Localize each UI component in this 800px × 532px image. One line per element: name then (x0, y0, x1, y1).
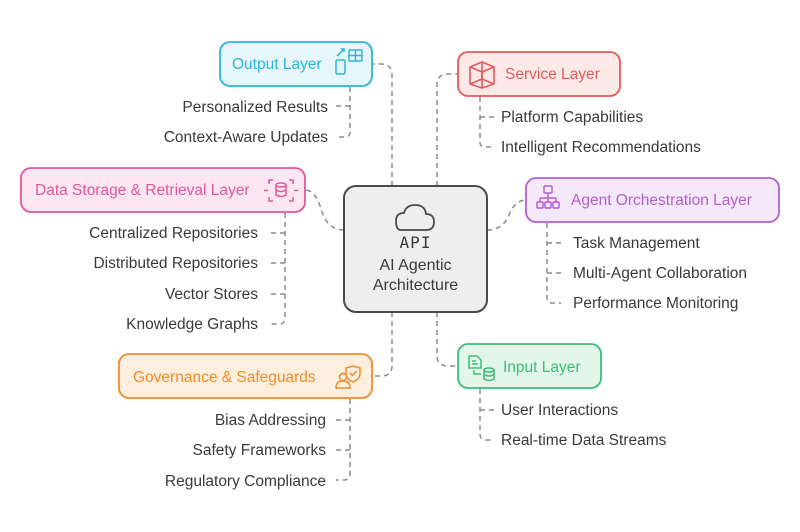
agent-orchestration-layer-title: Agent Orchestration Layer (571, 192, 752, 209)
output-layer-title: Output Layer (232, 56, 322, 73)
center-api-text: API (400, 233, 432, 252)
service-item-1: Platform Capabilities (501, 109, 643, 126)
cube-icon (469, 61, 495, 89)
governance-node[interactable]: Governance & Safeguards (118, 353, 373, 399)
service-layer-title: Service Layer (505, 66, 600, 83)
output-item-1: Personalized Results (182, 99, 328, 116)
agent-item-2: Multi-Agent Collaboration (573, 265, 747, 282)
data-storage-layer-title: Data Storage & Retrieval Layer (35, 182, 250, 199)
database-scan-icon (264, 179, 298, 202)
center-node[interactable]: API AI Agentic Architecture (343, 185, 488, 313)
connector-service (436, 73, 458, 186)
input-layer-title: Input Layer (503, 359, 581, 376)
center-connectors (304, 63, 527, 377)
center-title-line2: Architecture (373, 277, 458, 294)
data-storage-item-1: Centralized Repositories (89, 225, 258, 242)
output-item-2: Context-Aware Updates (164, 129, 329, 146)
agent-item-1: Task Management (573, 235, 700, 252)
service-layer-node[interactable]: Service Layer (457, 51, 621, 97)
connector-data-storage (304, 189, 345, 231)
output-layer-node[interactable]: Output Layer (219, 41, 373, 87)
input-item-2: Real-time Data Streams (501, 432, 667, 449)
service-item-2: Intelligent Recommendations (501, 139, 701, 156)
governance-item-1: Bias Addressing (215, 412, 326, 429)
input-layer-node[interactable]: Input Layer (457, 343, 602, 389)
agent-item-3: Performance Monitoring (573, 295, 738, 312)
governance-title: Governance & Safeguards (133, 369, 316, 386)
data-storage-item-2: Distributed Repositories (93, 255, 258, 272)
agent-orchestration-layer-node[interactable]: Agent Orchestration Layer (525, 177, 780, 223)
file-database-icon (468, 355, 495, 382)
data-storage-item-4: Knowledge Graphs (126, 316, 258, 333)
governance-item-2: Safety Frameworks (192, 442, 326, 459)
devices-icon (335, 48, 363, 75)
data-storage-item-3: Vector Stores (165, 286, 258, 303)
connector-governance (372, 312, 393, 377)
user-shield-icon (335, 365, 361, 389)
connector-agent (486, 199, 527, 231)
connector-input (436, 312, 458, 367)
input-item-1: User Interactions (501, 402, 618, 419)
connector-output (372, 63, 393, 186)
cloud-icon (395, 204, 435, 231)
center-title-line1: AI Agentic (379, 257, 451, 274)
item-connectors (270, 87, 561, 481)
data-storage-layer-node[interactable]: Data Storage & Retrieval Layer (20, 167, 306, 213)
governance-item-3: Regulatory Compliance (165, 473, 326, 490)
hierarchy-icon (536, 185, 560, 209)
